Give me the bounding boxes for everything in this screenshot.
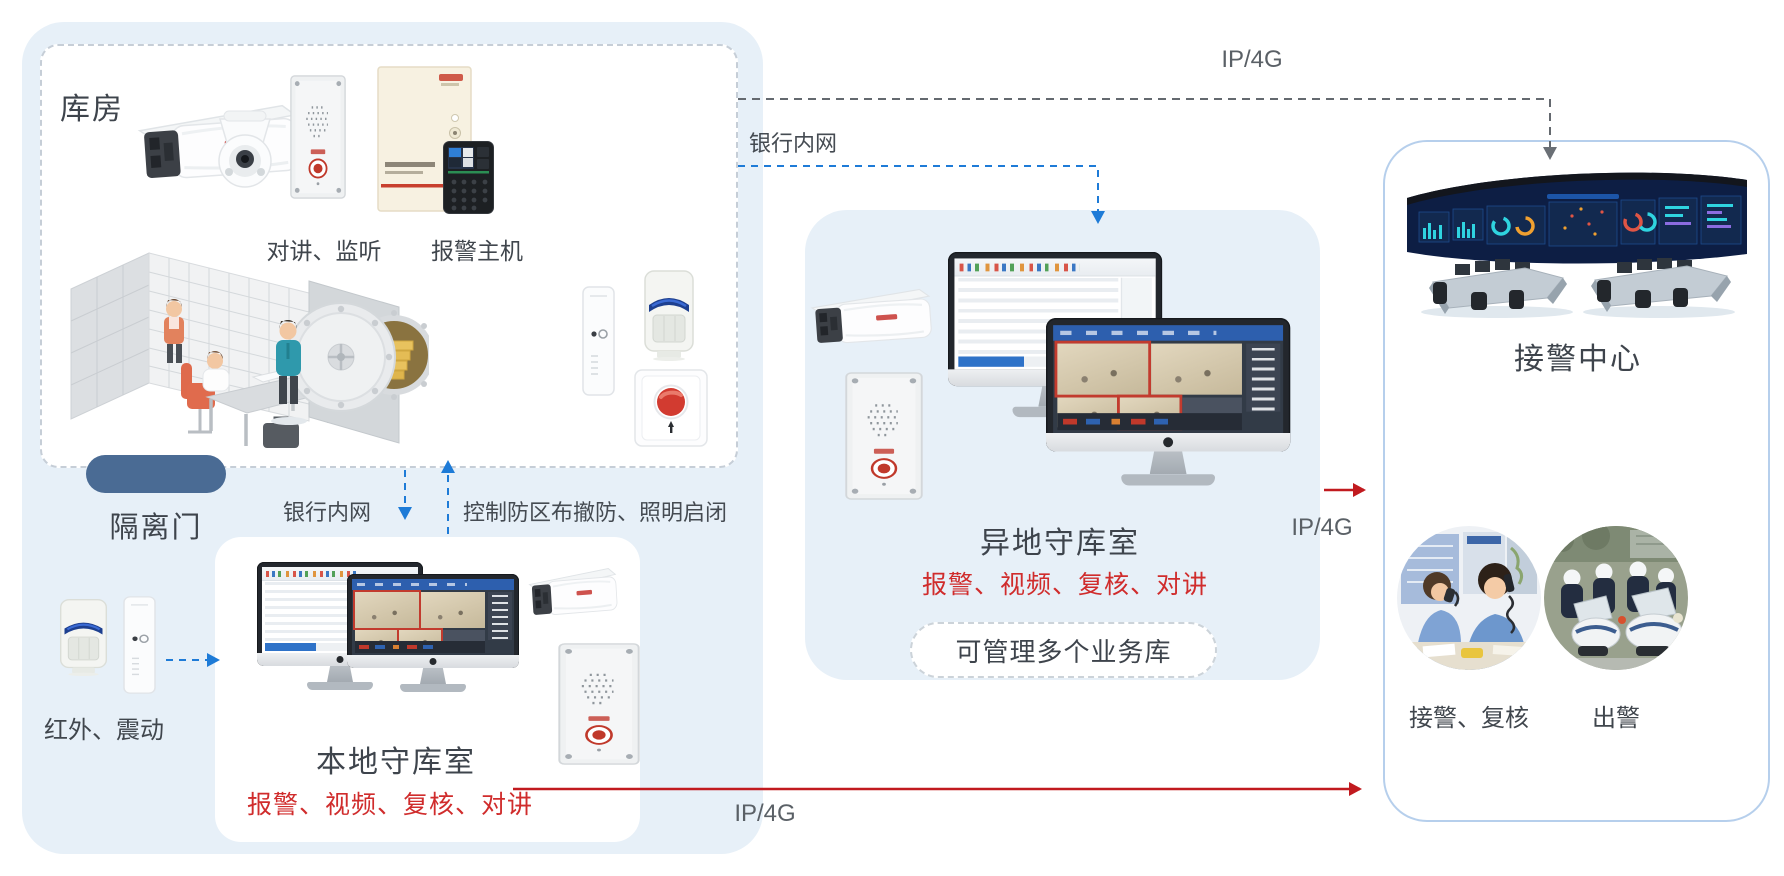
local-room-features: 报警、视频、复核、对讲 (246, 791, 533, 819)
bullet-camera-icon (810, 283, 938, 357)
door-sensor-icon (582, 286, 615, 396)
local-guard-room-section: 本地守库室 报警、视频、复核、对讲 (215, 537, 640, 842)
intercom-label: 对讲、监听 (266, 238, 382, 264)
bank-intranet-local-label: 银行内网 (282, 500, 371, 525)
isolation-door-label: 隔离门 (109, 512, 203, 544)
remote-room-features: 报警、视频、复核、对讲 (921, 571, 1208, 599)
vault-room-title: 库房 (60, 93, 124, 126)
ip4g-top-label: IP/4G (1221, 46, 1283, 73)
panic-button-icon (634, 369, 708, 447)
remote-guard-room-section: 异地守库室 报警、视频、复核、对讲 可管理多个业务库 (805, 210, 1320, 680)
vault-room-section: 库房 对讲、监听 报警主机 (40, 44, 738, 468)
pir-sensor-icon (55, 598, 112, 676)
intercom-panel-icon (845, 372, 923, 500)
alarm-center-title: 接警中心 (1514, 343, 1642, 376)
alarm-keypad-icon (443, 141, 494, 214)
bank-intranet-top-label: 银行内网 (748, 131, 837, 156)
dome-camera-icon (214, 109, 276, 191)
bullet-camera-icon (528, 563, 622, 627)
vibration-sensor-icon (123, 596, 156, 694)
ip4g-mid-label: IP/4G (1291, 514, 1353, 541)
vault-room-illustration (57, 225, 429, 469)
pir-sensor-icon (639, 269, 699, 361)
front-sensors-label: 红外、震动 (44, 717, 164, 744)
monitor-video-wall (347, 574, 519, 692)
receive-review-label: 接警、复核 (1409, 705, 1529, 732)
alarm-center-section: 接警中心 接警、复核 出警 (1383, 140, 1770, 822)
dispatch-label: 出警 (1592, 705, 1640, 732)
isolation-door-shape (86, 455, 226, 493)
ip4g-bottom-label: IP/4G (734, 800, 796, 827)
local-room-title: 本地守库室 (316, 746, 476, 779)
alarm-host-label: 报警主机 (431, 238, 523, 264)
remote-room-title: 异地守库室 (980, 527, 1140, 560)
control-room-illustration (1397, 164, 1757, 319)
operators-photo (1397, 526, 1541, 670)
intercom-panel-icon (290, 75, 346, 199)
multi-vault-badge: 可管理多个业务库 (910, 622, 1217, 678)
control-zone-label: 控制防区布撤防、照明启闭 (463, 500, 728, 525)
police-photo (1544, 526, 1688, 670)
